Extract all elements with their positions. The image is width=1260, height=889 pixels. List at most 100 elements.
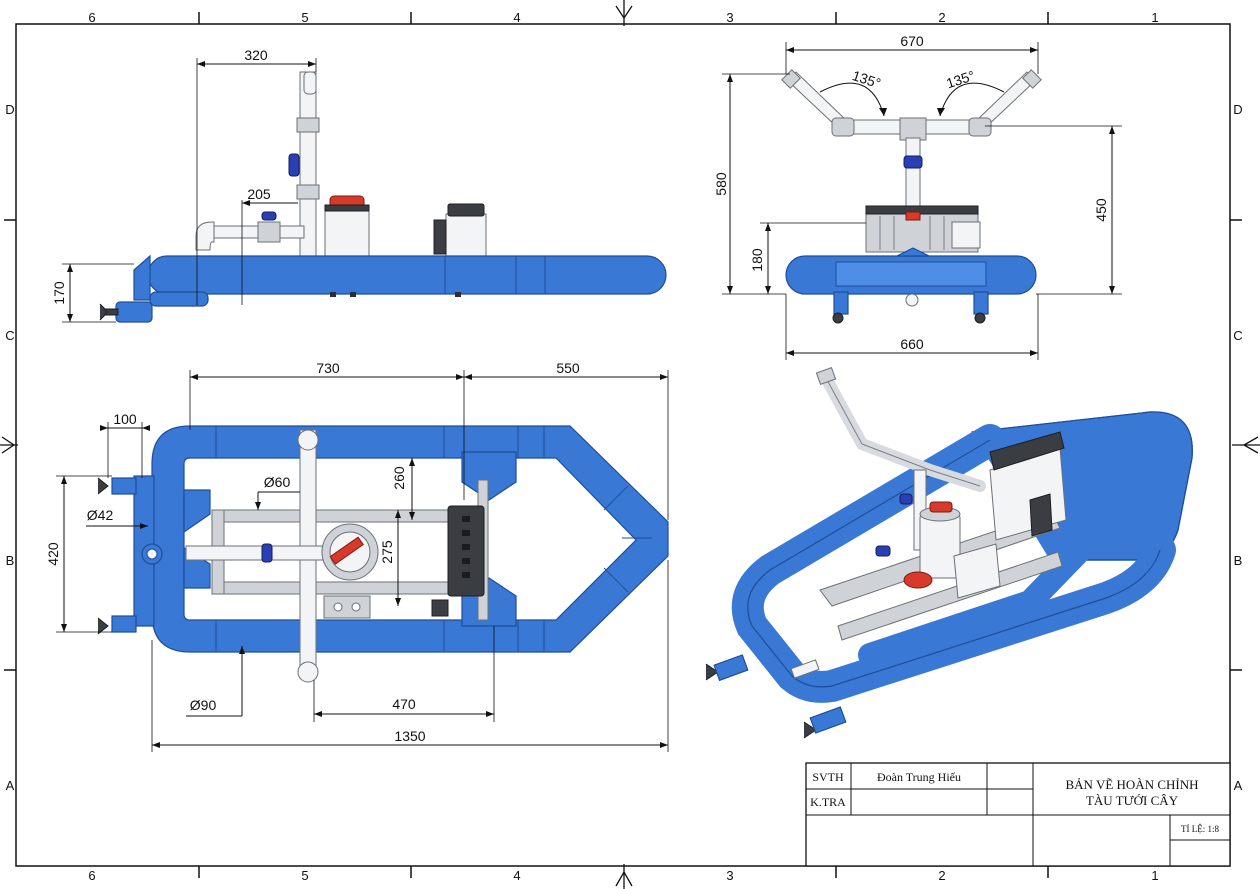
water-tank [324,207,370,259]
pipe-coupling [296,184,320,200]
iso-tank [919,513,961,579]
dia-90: Ø90 [190,697,217,713]
pump-red-cap [905,211,921,221]
zone-number: 6 [88,10,95,25]
zone-number: 1 [1151,10,1158,25]
pipe-end-cap [297,661,319,683]
zone-letter: B [1234,553,1243,568]
dim-450: 450 [1093,198,1109,222]
valve-handle-icon [832,312,844,324]
zone-number: 1 [1151,868,1158,883]
title-block: SVTH K.TRA Đoàn Trung Hiếu BẢN VẼ HOÀN C… [805,762,1231,867]
zone-number: 5 [301,10,308,25]
valve-handle-icon [974,312,986,324]
dim-580: 580 [713,172,729,196]
zone-letter: C [1233,328,1242,343]
suction-line [185,545,327,561]
angle-right: 135° [944,67,976,91]
riser-elbow [303,71,317,95]
main-hull-pipe [147,255,667,295]
svth-label: SVTH [812,770,844,784]
spray-nozzle [781,69,801,89]
iso-outlet [809,706,847,734]
dim-320: 320 [244,47,268,63]
zone-letter: C [5,328,14,343]
front-leg [833,291,849,315]
center-mark-bottom [615,864,633,889]
small-motor [431,599,449,617]
zone-letter: D [1233,102,1242,117]
outlet-port [905,293,919,307]
zone-number: 3 [726,10,733,25]
dim-180: 180 [749,248,765,272]
stern-outlet [111,615,137,633]
dim-470: 470 [392,696,416,712]
zone-number: 4 [513,868,520,883]
pipe-end-cap [297,429,319,451]
iso-control-box [953,543,1001,599]
designer-name: Đoàn Trung Hiếu [877,770,961,784]
stern-outlet [111,477,137,495]
front-leg [973,291,989,315]
dim-670: 670 [900,33,924,49]
valve-handle-icon [875,545,891,557]
branch-elbow [195,221,215,251]
header-elbow [968,117,992,137]
hull-pipe-loop [151,425,669,653]
center-mark-left [0,436,18,454]
front-view: 670 135° 135° 580 180 450 660 [713,33,1122,360]
front-tee-top [896,247,930,257]
spray-nozzle [1022,69,1042,89]
center-riser [905,137,921,209]
tank-collar [324,204,370,212]
iso-side-motor [1029,493,1053,537]
zone-letter: A [6,778,15,793]
motor-plate [323,595,371,619]
iso-spray-nozzle [815,366,837,386]
header-tee [899,117,927,141]
front-elbow [133,254,151,301]
valve-handle-icon [261,211,277,221]
header-elbow [831,117,855,137]
hull-tee [461,451,517,501]
frame-rail [211,509,463,523]
frame-rail [211,581,463,595]
zone-letter: A [1234,778,1243,793]
iso-box-top [989,431,1065,471]
dia-60: Ø60 [264,474,291,490]
valve-handle-icon [903,155,923,169]
zone-number: 5 [301,868,308,883]
iso-pump-motor [903,571,933,589]
valve-handle-icon [97,477,109,495]
ball-valve [257,221,281,243]
dim-660: 660 [900,336,924,352]
dim-420: 420 [45,542,61,566]
tank-handle [329,536,364,565]
valve-handle-icon [899,493,913,505]
dim-205: 205 [247,186,271,202]
dim-730: 730 [316,360,340,376]
bow-tee [183,489,211,534]
electrical-box [447,505,485,597]
zone-number: 4 [513,10,520,25]
dim-275: 275 [379,540,395,564]
drawing-title-line1: BẢN VẼ HOÀN CHỈNH [1065,777,1198,792]
drawing-title-line2: TÀU TƯỚI CÂY [1086,793,1179,808]
side-motor [433,219,447,255]
control-box [445,213,487,259]
iso-center-outlet [790,659,820,679]
dim-260: 260 [391,466,407,490]
front-crossbar [835,261,987,287]
iso-outlet [713,654,749,682]
zone-number: 6 [88,868,95,883]
isometric-view [705,366,1193,739]
dim-550: 550 [556,360,580,376]
center-mark-top [615,0,633,26]
zone-number: 2 [938,868,945,883]
zone-number: 3 [726,868,733,883]
zone-number: 2 [938,10,945,25]
iso-inner-pipe [858,528,1102,667]
box-lid [447,203,485,217]
